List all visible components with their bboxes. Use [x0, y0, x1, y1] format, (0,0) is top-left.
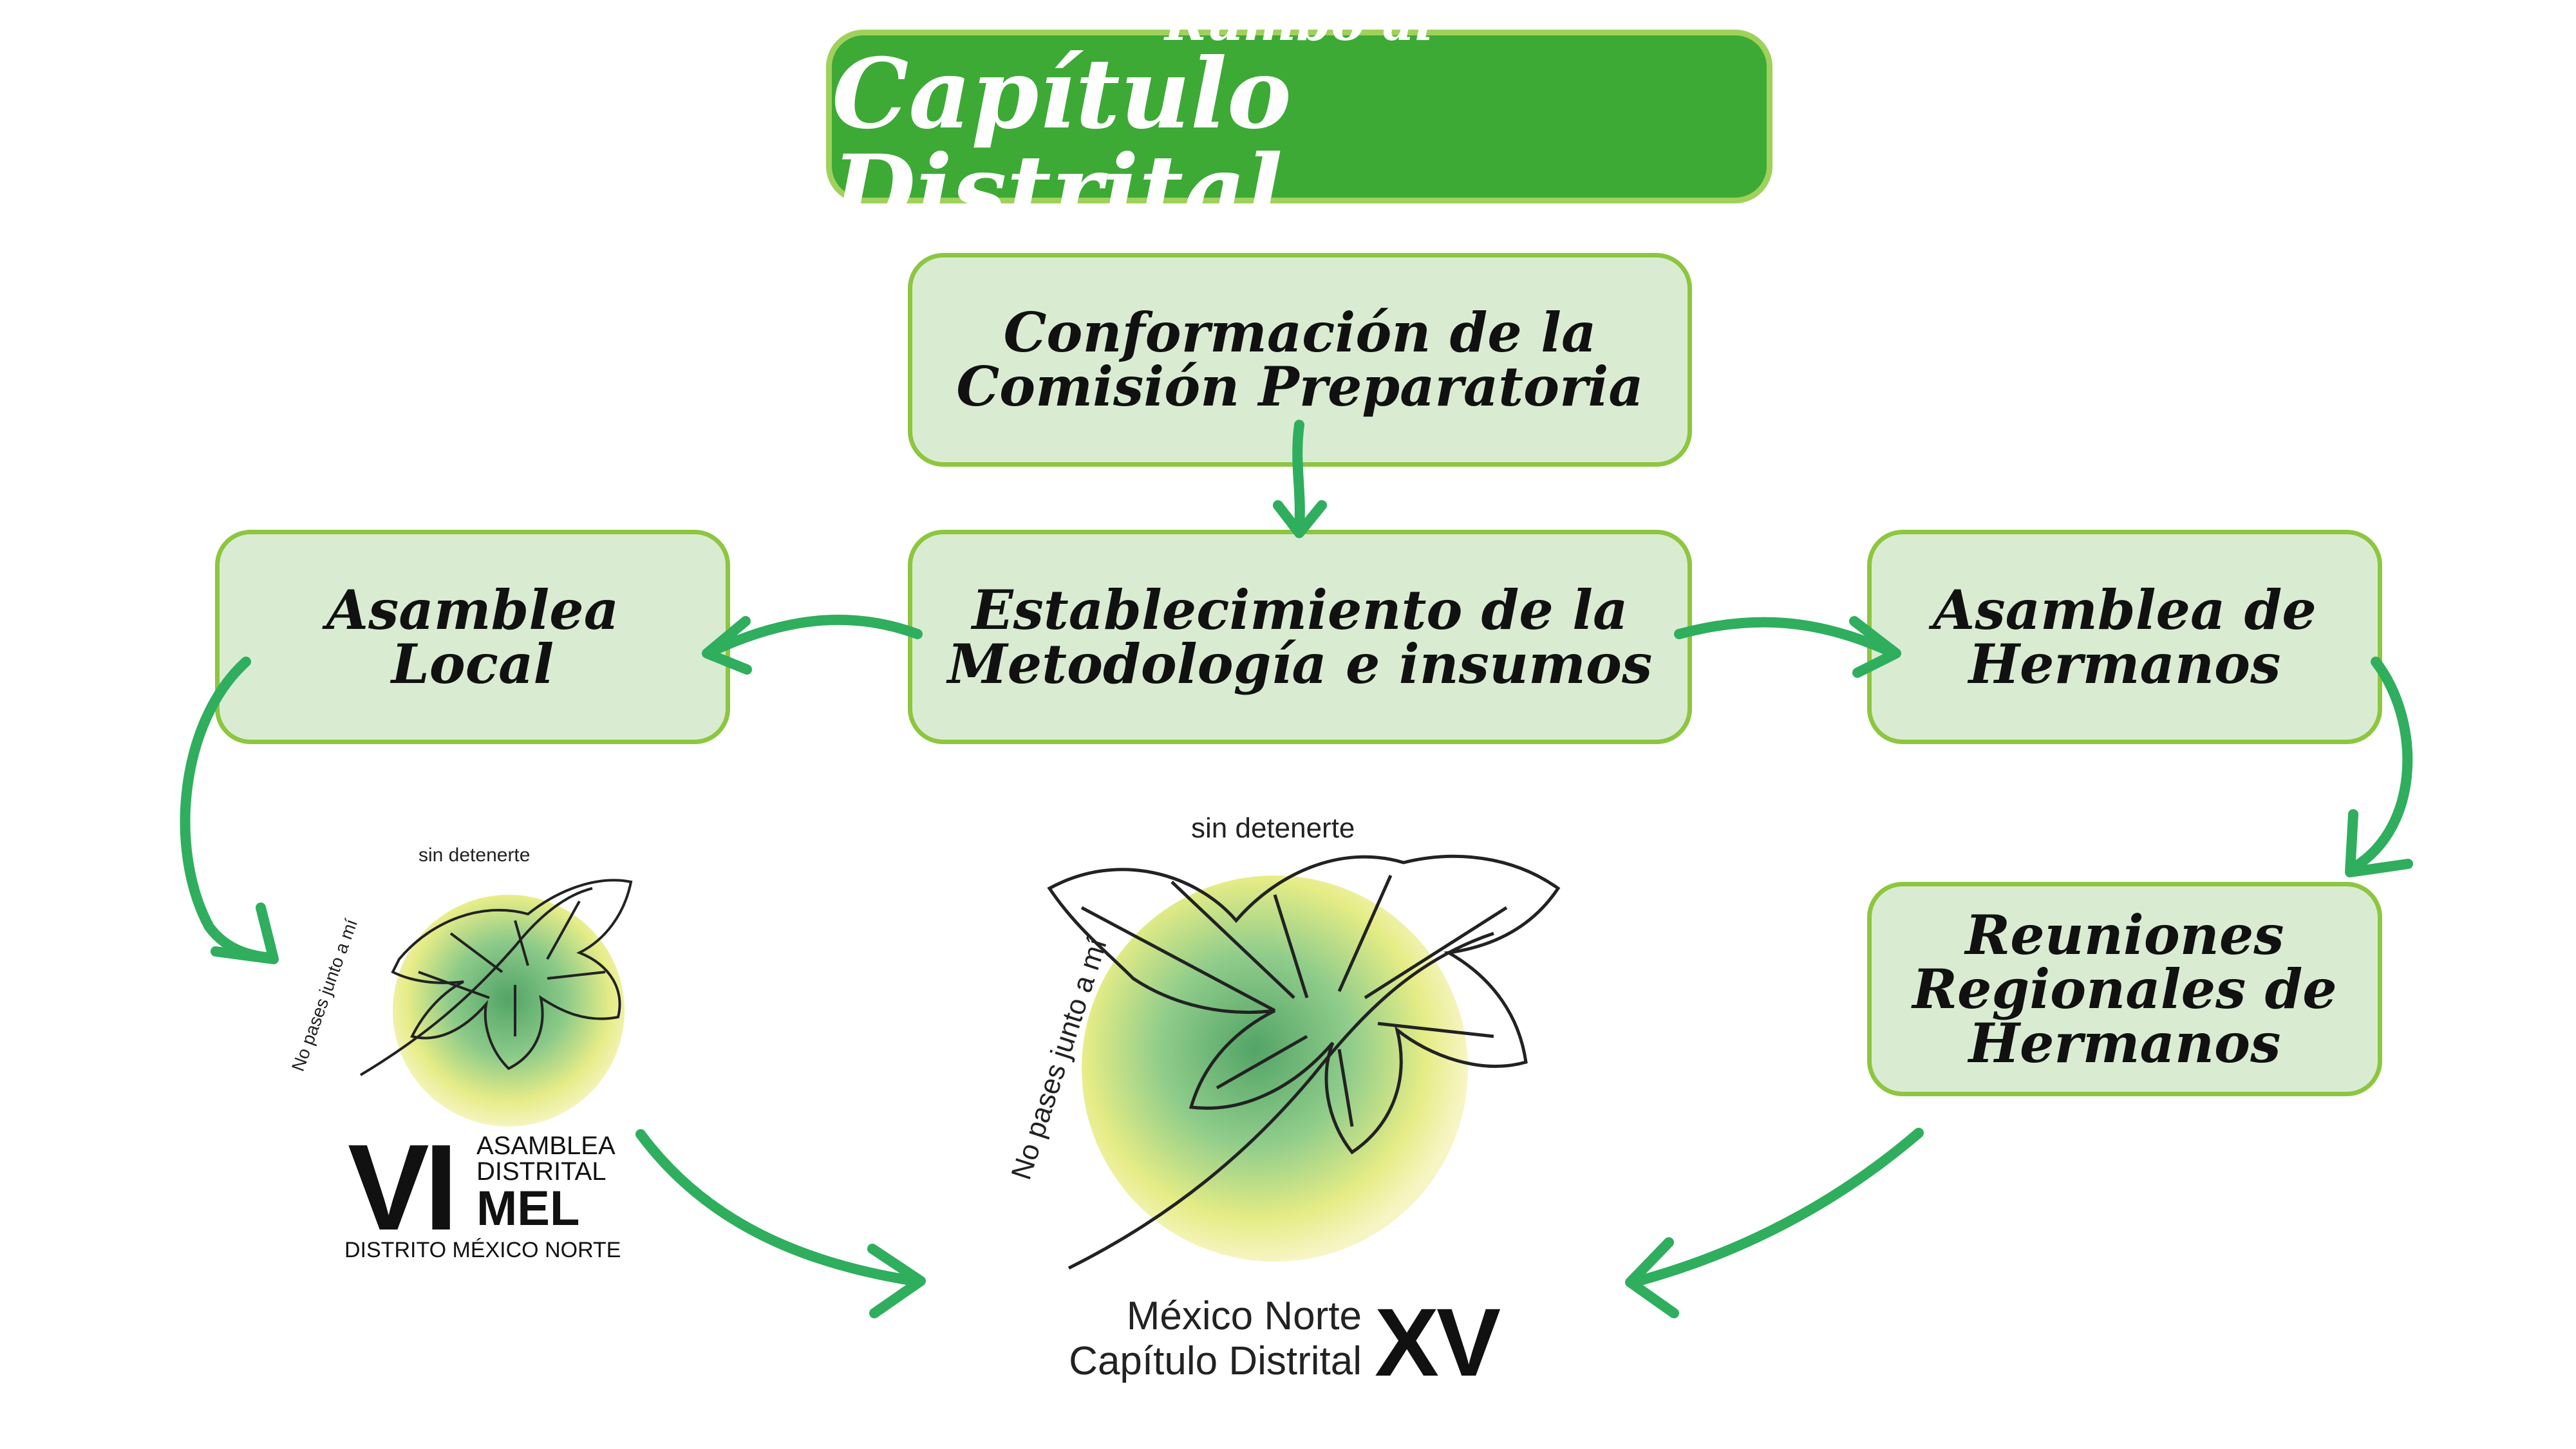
node-comision-preparatoria: Conformación de la Comisión Preparatoria	[908, 253, 1692, 467]
node-reuniones-line-2: Regionales de	[1912, 957, 2337, 1021]
node-metodologia-line-1: Establecimiento de la	[972, 577, 1628, 642]
leaf-emblem-large-icon	[1047, 854, 1561, 1270]
node-asamblea-hermanos-line-2: Hermanos	[1968, 631, 2281, 696]
title-line-2: Capítulo Distrital	[832, 37, 1292, 247]
node-comision-line-1: Conformación de la	[1003, 301, 1597, 364]
node-asamblea-local-line-2: Local	[391, 631, 554, 696]
logo-xv-roman: XV	[1375, 1288, 1501, 1396]
node-reuniones-regionales: Reuniones Regionales de Hermanos	[1867, 882, 2382, 1096]
node-comision-line-2: Comisión Preparatoria	[956, 355, 1644, 418]
logo-vi-word-2: DISTRITAL	[476, 1157, 606, 1186]
arrow-comision-to-metodologia	[1292, 420, 1305, 533]
title-banner: Rumbo al Capítulo Distrital	[826, 0, 1772, 239]
arrow-metodologia-to-hermanos	[1674, 617, 1895, 657]
leaf-emblem-icon	[359, 879, 633, 1126]
arrowhead-logo-vi	[211, 902, 279, 964]
node-asamblea-hermanos-line-1: Asamblea de	[1933, 577, 2317, 642]
logo-vi-motto-top: sin detenerte	[418, 845, 531, 866]
node-asamblea-local-line-1: Asamblea	[326, 577, 619, 642]
arrowhead-xv-left	[867, 1244, 926, 1318]
node-metodologia-insumos: Establecimiento de la Metodología e insu…	[908, 530, 1692, 744]
node-reuniones-line-1: Reuniones	[1965, 902, 2284, 967]
arrow-reuniones-to-xv	[1633, 1128, 1924, 1286]
node-asamblea-local: Asamblea Local	[215, 530, 730, 744]
title-line-1: Rumbo al	[1165, 0, 1434, 52]
node-asamblea-hermanos: Asamblea de Hermanos	[1867, 530, 2382, 744]
logo-vi-word-3: MEL	[476, 1181, 580, 1236]
node-metodologia-line-2: Metodología e insumos	[947, 631, 1653, 696]
arrow-hermanos-to-reuniones	[2351, 657, 2413, 871]
logo-vi-roman: VI	[348, 1119, 458, 1256]
arrow-metodologia-to-local	[710, 614, 923, 655]
arrowhead-xv-right	[1625, 1237, 1679, 1318]
logo-xv-motto-top: sin detenerte	[1191, 812, 1355, 844]
arrowhead-reuniones	[2345, 809, 2413, 877]
logo-xv-line-2: Capítulo Distrital	[1069, 1339, 1362, 1383]
logo-vi-word-1: ASAMBLEA	[476, 1132, 616, 1160]
arrow-vi-to-xv	[635, 1129, 919, 1286]
node-reuniones-line-3: Hermanos	[1968, 1011, 2281, 1075]
arrowhead-hermanos	[1849, 616, 1901, 678]
arrowhead-comision	[1273, 500, 1327, 538]
logo-vi-subtitle: DISTRITO MÉXICO NORTE	[344, 1238, 621, 1262]
logo-capitulo-distrital: sin detenerte No pases junto a mí México…	[1004, 805, 1622, 1403]
logo-asamblea-distrital: sin detenerte No pases junto a mí VI ASA…	[288, 843, 682, 1262]
logo-xv-line-1: México Norte	[1126, 1294, 1362, 1338]
arrowhead-local	[702, 616, 752, 675]
